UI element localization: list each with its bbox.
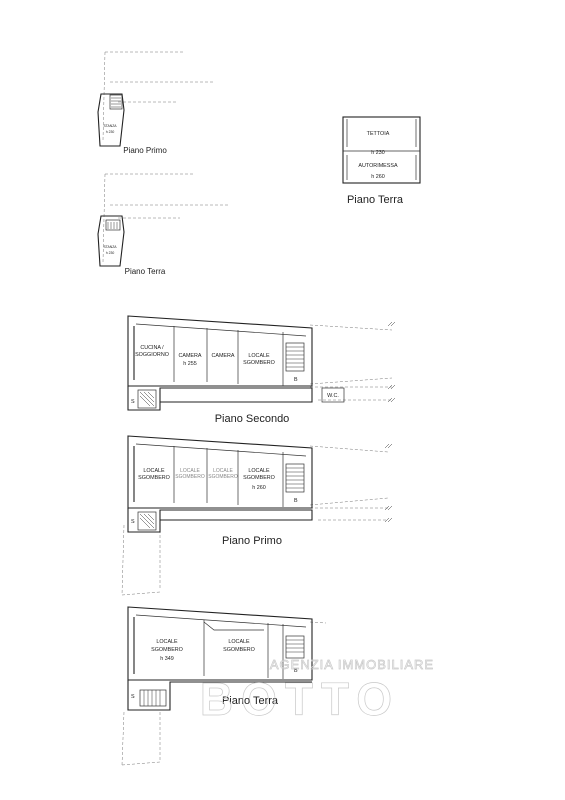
- room-height: h 230: [371, 150, 385, 156]
- room-label: LOCALE: [143, 468, 165, 474]
- room-label: SOGGIORNO: [135, 352, 169, 358]
- garage-plan: TETTOIA h 230 AUTORIMESSA h 260 Piano Te…: [342, 116, 421, 206]
- plan-title: Piano Primo: [222, 535, 282, 547]
- plan-title: Piano Terra: [125, 267, 166, 276]
- room-label: SGOMBERO: [138, 475, 170, 481]
- room-label: SGOMBERO: [208, 474, 238, 480]
- stair-label: S: [131, 694, 135, 700]
- room-label: LOCALE: [228, 639, 250, 645]
- plan-ground-floor: LOCALE SGOMBERO h 349 LOCALE SGOMBERO S …: [121, 606, 327, 766]
- small-plan-lower: STANZA h 230 Piano Terra: [97, 173, 230, 276]
- room-label: LOCALE: [156, 639, 178, 645]
- plan-second-floor: CUCINA / SOGGIORNO CAMERA h 255 CAMERA L…: [127, 315, 396, 425]
- room-label: TETTOIA: [367, 131, 390, 137]
- room-label: LOCALE: [248, 353, 270, 359]
- stair-label: S: [131, 519, 135, 525]
- room-label: LOCALE: [180, 468, 200, 474]
- plan-title: Piano Primo: [123, 146, 167, 155]
- small-plan-upper: STANZA h 230 Piano Primo: [97, 51, 215, 155]
- room-label: W.C.: [327, 393, 339, 399]
- room-height: h 230: [106, 130, 115, 134]
- room-height: h 230: [106, 251, 115, 255]
- room-label: LOCALE: [248, 468, 270, 474]
- room-label: AUTORIMESSA: [358, 163, 398, 169]
- room-label: CUCINA /: [140, 345, 164, 351]
- room-height: h 349: [160, 656, 174, 662]
- watermark-line1: AGENZIA IMMOBILIARE: [270, 657, 434, 672]
- watermark-line2: BOTTO: [200, 673, 400, 725]
- stair-label: S: [131, 399, 135, 405]
- plan-title: Piano Secondo: [215, 413, 290, 425]
- room-label: STANZA: [103, 124, 117, 128]
- plan-first-floor: LOCALE SGOMBERO LOCALE SGOMBERO LOCALE S…: [121, 435, 393, 596]
- room-height: h 255: [183, 361, 197, 367]
- room-label: SGOMBERO: [243, 360, 275, 366]
- plan-title: Piano Terra: [222, 695, 279, 707]
- room-label: SGOMBERO: [151, 647, 183, 653]
- room-label: LOCALE: [213, 468, 233, 474]
- room-height: h 260: [252, 485, 266, 491]
- plan-title: Piano Terra: [347, 194, 404, 206]
- stair-label: B: [294, 498, 298, 504]
- agency-watermark: AGENZIA IMMOBILIARE BOTTO: [200, 657, 434, 726]
- room-label: SGOMBERO: [175, 474, 205, 480]
- room-label: STANZA: [103, 245, 117, 249]
- room-label: CAMERA: [178, 353, 201, 359]
- stair-label: B: [294, 668, 298, 674]
- room-height: h 260: [371, 174, 385, 180]
- room-label: CAMERA: [211, 353, 234, 359]
- room-label: SGOMBERO: [243, 475, 275, 481]
- stair-label: B: [294, 377, 298, 383]
- room-label: SGOMBERO: [223, 647, 255, 653]
